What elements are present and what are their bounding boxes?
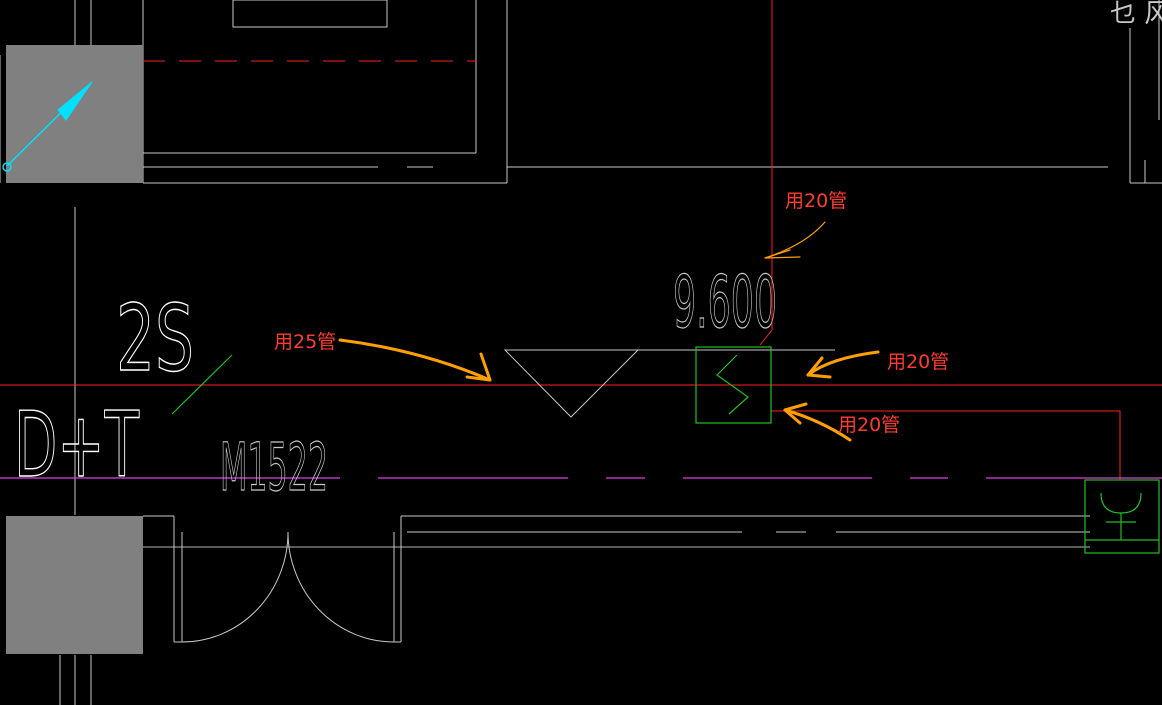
annotation-arrows	[338, 221, 880, 442]
red-riser-tail	[759, 329, 773, 346]
annotation-pipe-left: 用25管	[274, 331, 336, 353]
annotation-pipe-lower-right: 用20管	[838, 414, 900, 436]
inverted-triangle-marker	[503, 349, 640, 418]
red-branch-pipe	[771, 410, 1121, 480]
cyan-arrow-symbol	[2, 81, 93, 172]
double-door-swing	[181, 531, 395, 643]
lower-walls	[143, 515, 1090, 643]
corner-text-fragment: 乜 风	[1110, 0, 1162, 29]
annotation-pipe-right: 用20管	[887, 351, 949, 373]
door-type-label: D+T	[14, 393, 140, 498]
column-top	[6, 45, 143, 183]
elevation-label: 9.600	[673, 260, 777, 344]
level-label-2s: 2S	[116, 285, 194, 392]
green-slash	[171, 354, 233, 415]
floor-drain-symbol	[1084, 479, 1160, 554]
annotation-pipe-top: 用20管	[785, 190, 847, 212]
arrow-left	[338, 338, 492, 382]
arrow-lower-right	[783, 408, 852, 442]
left-vertical-lines	[0, 0, 92, 705]
fire-valve-symbol	[695, 346, 772, 424]
column-bottom	[6, 516, 143, 654]
door-tag-label: M1522	[220, 429, 328, 506]
